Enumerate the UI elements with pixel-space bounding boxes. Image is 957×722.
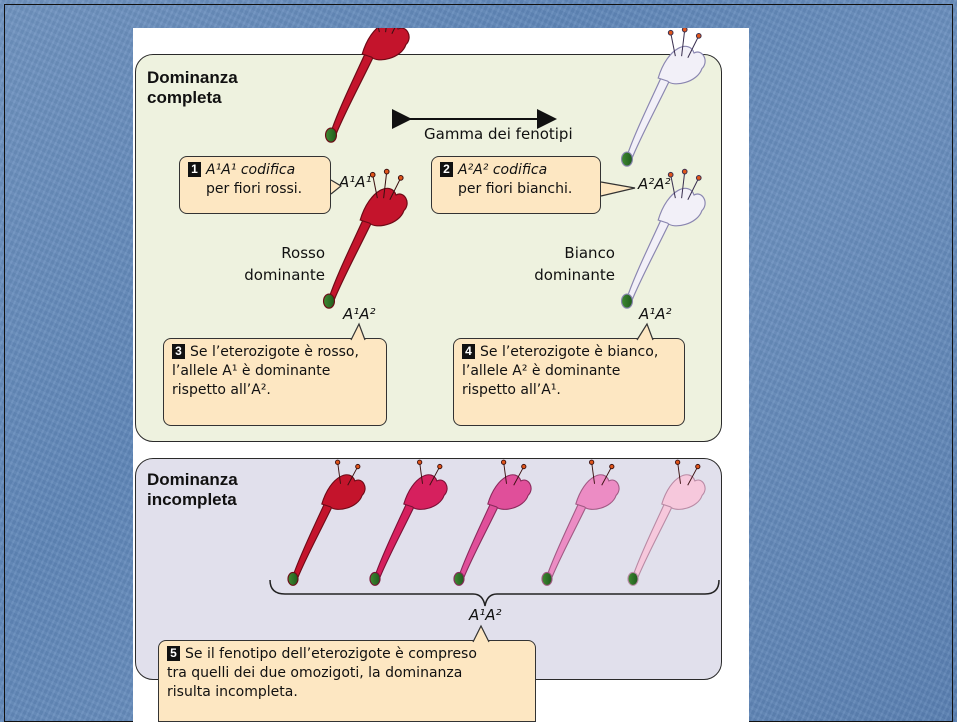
callout-4-pointer xyxy=(637,324,653,340)
callout-1-pointer xyxy=(331,180,341,194)
flower-gradient-5 xyxy=(628,460,705,585)
flower-gradient-1 xyxy=(288,460,365,585)
flower-red xyxy=(326,28,410,142)
flower-gradient-3 xyxy=(454,460,531,585)
flower-white-dominant xyxy=(622,169,706,308)
flower-gradient-4 xyxy=(542,460,619,585)
flower-gradient-2 xyxy=(370,460,447,585)
heterozygote-brace xyxy=(270,580,719,606)
callout-2-pointer xyxy=(601,182,635,196)
figure-graphics xyxy=(133,28,749,722)
callout-5-pointer xyxy=(473,626,489,642)
callout-3-pointer xyxy=(351,324,365,340)
flower-white xyxy=(622,28,706,166)
